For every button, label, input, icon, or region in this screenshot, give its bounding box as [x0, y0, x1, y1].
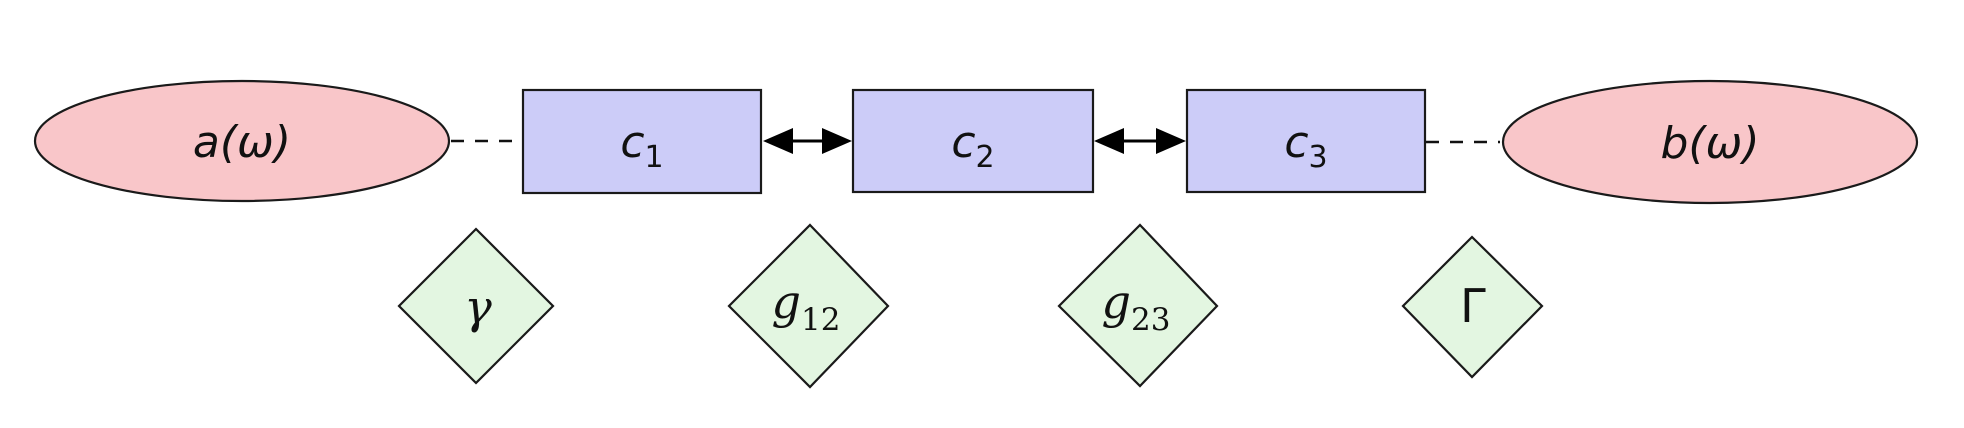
- node-Gamma: Γ: [1401, 235, 1544, 379]
- c2-box: [851, 88, 1095, 194]
- node-c3: c3: [1185, 88, 1427, 194]
- g23-label-main: g: [1102, 275, 1131, 329]
- c3-label: c3: [1284, 117, 1327, 175]
- b-ellipse: [1501, 79, 1919, 205]
- c1-label: c1: [620, 117, 663, 175]
- a-label: a(ω): [193, 117, 291, 168]
- b-label: b(ω): [1660, 118, 1759, 169]
- arrowhead-right-c1-c2-icon: [822, 128, 852, 154]
- double-arrow-c1-c2: [763, 128, 852, 154]
- g23-label-sub: 23: [1131, 302, 1170, 338]
- a-ellipse: [33, 79, 451, 203]
- g12-label: g12: [772, 275, 841, 338]
- Gamma-label: Γ: [1460, 279, 1486, 333]
- arrowhead-right-c2-c3-icon: [1156, 128, 1186, 154]
- g23-label: g23: [1102, 275, 1171, 338]
- node-c2: c2: [851, 88, 1095, 194]
- node-c1: c1: [521, 88, 763, 195]
- node-g12: g12: [727, 223, 890, 389]
- c3-label-main: c: [1284, 117, 1308, 168]
- arrowhead-left-c2-c3-icon: [1094, 128, 1124, 154]
- c3-box: [1185, 88, 1427, 194]
- g23-diamond: [1057, 223, 1219, 388]
- c1-label-main: c: [620, 117, 644, 168]
- g12-diamond: [727, 223, 890, 389]
- c1-label-sub: 1: [645, 140, 664, 175]
- Gamma-diamond: [1401, 235, 1544, 379]
- g12-label-sub: 12: [801, 302, 840, 338]
- node-gamma: γ: [397, 227, 555, 385]
- node-a: a(ω): [33, 79, 451, 203]
- node-g23: g23: [1057, 223, 1219, 388]
- double-arrow-c2-c3: [1094, 128, 1186, 154]
- g12-label-main: g: [772, 275, 801, 329]
- c3-label-sub: 3: [1309, 140, 1328, 175]
- gamma-label: γ: [464, 280, 492, 334]
- arrowhead-left-c1-c2-icon: [763, 128, 793, 154]
- c1-box: [521, 88, 763, 195]
- c2-label-main: c: [951, 117, 975, 168]
- node-b: b(ω): [1501, 79, 1919, 205]
- gamma-diamond: [397, 227, 555, 385]
- c2-label-sub: 2: [976, 140, 995, 175]
- c2-label: c2: [951, 117, 994, 175]
